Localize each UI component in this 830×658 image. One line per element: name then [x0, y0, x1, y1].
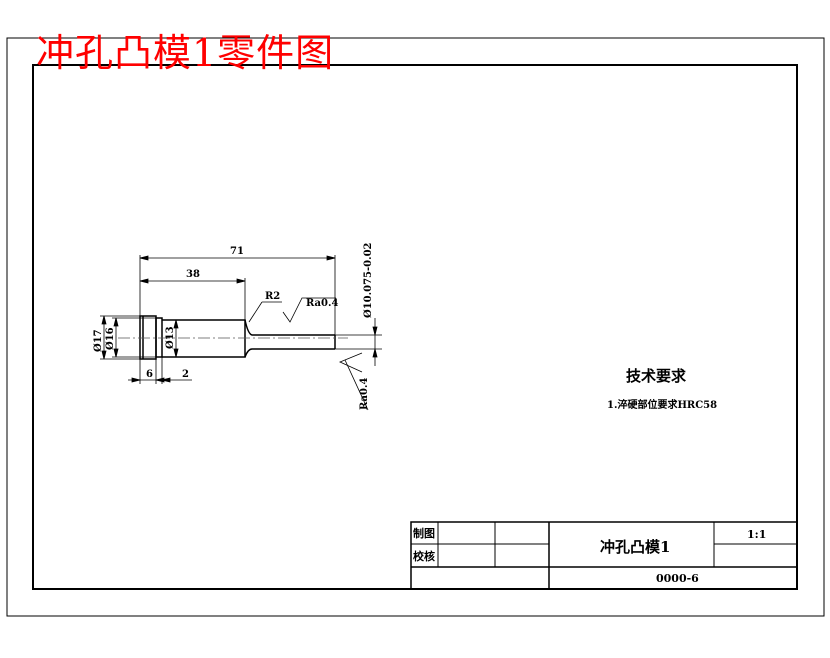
title-block-checked-label: 校核 [413, 549, 435, 563]
fillet-leader [248, 301, 282, 323]
roughness-shank-label: Ra0.4 [306, 298, 338, 309]
dim-step-length [139, 278, 246, 320]
punch-neck-bottom [244, 348, 335, 358]
tip-diameter-label: Ø10.075-0.02 [363, 242, 374, 318]
tech-req-item: 1.淬硬部位要求HRC58 [607, 398, 717, 411]
drawing-heading: 冲孔凸模1零件图 [36, 31, 335, 75]
roughness-symbol-shank [282, 297, 336, 323]
dim-head-thickness [128, 357, 192, 384]
roughness-symbol-tip [338, 352, 369, 411]
tech-req-title: 技术要求 [626, 367, 687, 385]
shank-diameter-label: Ø13 [165, 326, 176, 349]
punch-outline [139, 315, 336, 360]
fillet-radius-label: R2 [265, 291, 280, 302]
dim-tip-diameter [335, 318, 382, 366]
head-thickness-label: 6 [146, 369, 153, 380]
collar-thickness-label: 2 [182, 369, 189, 380]
title-block-drawing-number: 0000-6 [656, 572, 699, 585]
dim-overall-length [139, 255, 336, 335]
outer-border [6, 37, 825, 617]
title-block-part-name: 冲孔凸模1 [600, 538, 670, 556]
head-diameter-label: Ø17 [93, 329, 104, 352]
title-block-drawn-label: 制图 [413, 526, 435, 540]
dim-71-label: 71 [230, 246, 244, 257]
inner-frame [32, 64, 798, 590]
punch-neck-top [244, 319, 335, 336]
dim-head-diameters [100, 315, 179, 360]
punch-shank [162, 319, 246, 358]
punch-collar [155, 317, 163, 358]
title-block [410, 521, 798, 590]
dim-38-label: 38 [186, 269, 200, 280]
title-block-scale: 1:1 [747, 528, 766, 541]
collar-diameter-label: Ø16 [105, 327, 116, 350]
roughness-tip-label: Ra0.4 [359, 378, 370, 410]
